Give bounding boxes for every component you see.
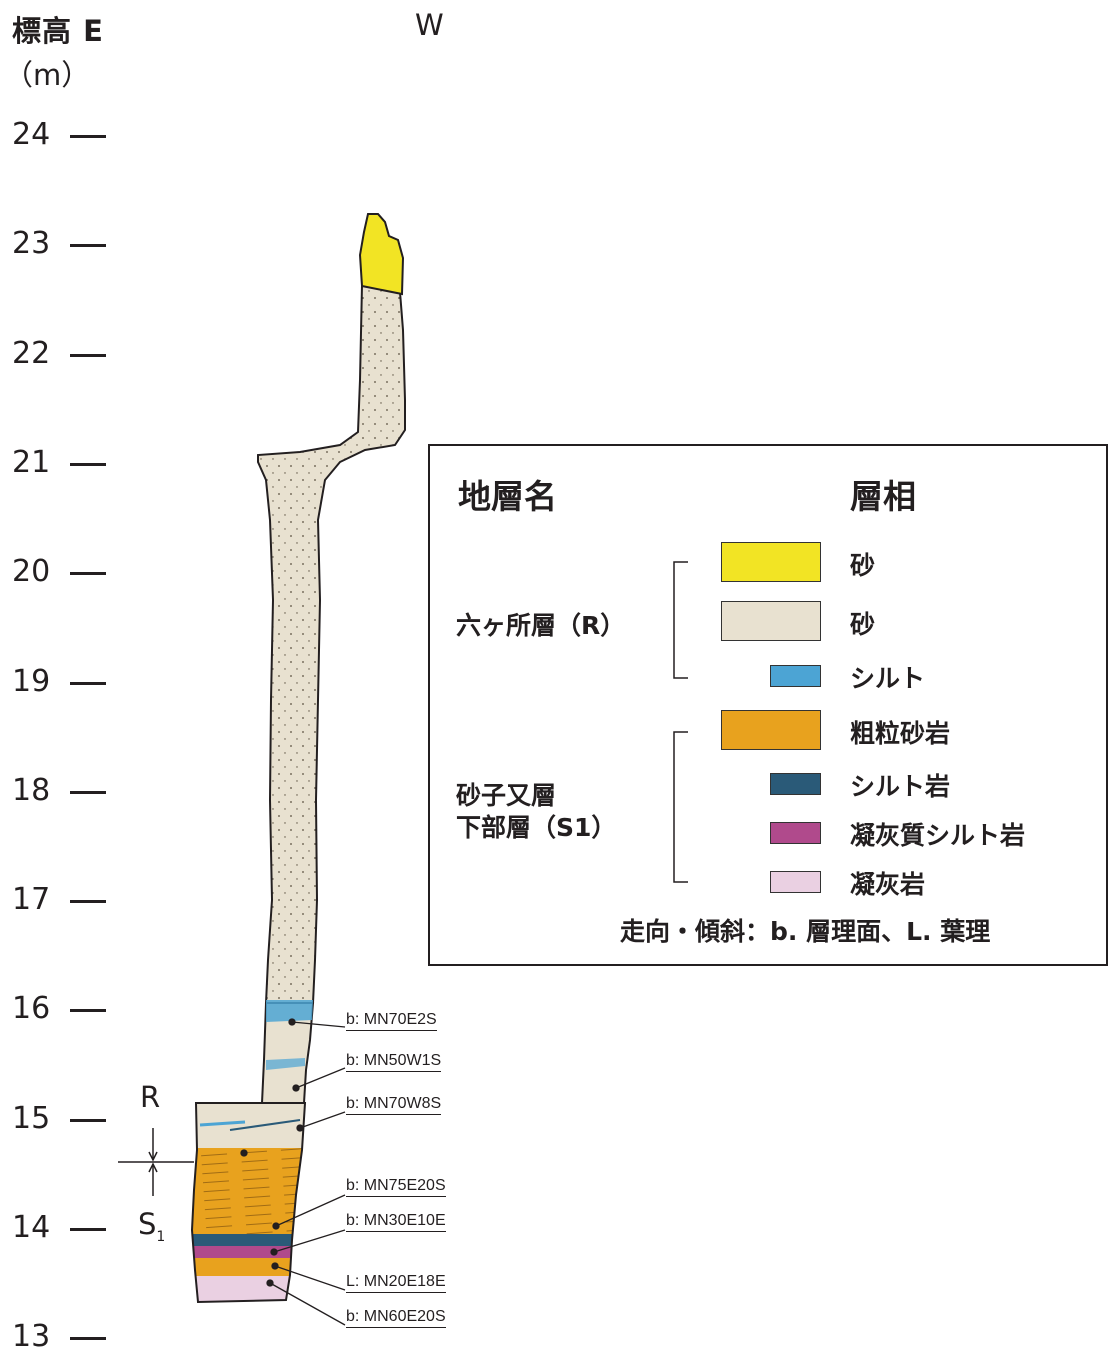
boundary-arrowhead-down xyxy=(148,1162,158,1173)
boundary-arrowhead-up xyxy=(148,1151,158,1162)
legend-sunako-line1: 砂子又層 xyxy=(456,781,557,810)
boundary-label-s: S1 xyxy=(138,1207,165,1245)
legend-swatch-yellow-sand xyxy=(721,542,821,582)
legend-swatch-sand xyxy=(721,601,821,641)
tick-label: 21 xyxy=(12,444,51,480)
legend-sunako-line2: 下部層（S1） xyxy=(456,813,617,842)
legend-note: 走向・傾斜：b. 層理面、L. 葉理 xyxy=(620,917,991,946)
tick-label: 24 xyxy=(12,117,51,152)
tick-label: 16 xyxy=(12,991,51,1027)
tick-label: 20 xyxy=(12,554,51,590)
strike-label: b: MN30E10E xyxy=(346,1212,446,1232)
column-yellow-sand xyxy=(358,213,405,296)
legend-brackets xyxy=(673,561,688,883)
legend-label: 凝灰岩 xyxy=(850,870,926,899)
strike-label: b: MN70E2S xyxy=(346,1011,437,1031)
tick-label: 15 xyxy=(12,1100,51,1136)
tick-label: 19 xyxy=(12,663,51,699)
tick-mark xyxy=(70,790,106,794)
strike-label: L: MN20E18E xyxy=(346,1273,446,1293)
tick-label: 17 xyxy=(12,882,51,918)
legend-heading-facies: 層相 xyxy=(850,477,916,516)
legend-rokkasho: 六ヶ所層（R） xyxy=(456,611,626,640)
tick-mark xyxy=(70,681,106,685)
tick-mark xyxy=(70,1337,106,1341)
boundary-label-r: R xyxy=(140,1080,161,1114)
silt-band-mid xyxy=(266,1058,305,1070)
silt-band-top xyxy=(266,1000,313,1022)
tick-mark xyxy=(70,462,106,466)
tick-mark xyxy=(70,1118,106,1122)
tick-mark xyxy=(70,900,106,904)
boundary-label-s-sub: 1 xyxy=(156,1228,166,1245)
tick-mark xyxy=(70,244,106,248)
legend-swatch-siltstone xyxy=(770,773,821,795)
tick-mark xyxy=(70,135,106,138)
strike-label: b: MN60E20S xyxy=(346,1308,446,1328)
tick-label: 14 xyxy=(12,1210,51,1245)
legend-heading-formation: 地層名 xyxy=(458,477,557,516)
tick-label: 13 xyxy=(12,1319,51,1355)
boundary-label-s-main: S xyxy=(138,1207,157,1241)
tick-label: 22 xyxy=(12,335,51,371)
axis-title: 標高 E xyxy=(12,14,104,48)
legend-label: 凝灰質シルト岩 xyxy=(850,821,1026,850)
legend-label: 砂 xyxy=(850,551,876,580)
tick-mark xyxy=(70,1228,106,1231)
west-label: W xyxy=(415,8,445,42)
strike-label: b: MN70W8S xyxy=(346,1095,442,1115)
legend-swatch-silt xyxy=(770,665,821,687)
strike-label: b: MN75E20S xyxy=(346,1177,446,1197)
tick-label: 23 xyxy=(12,226,51,262)
legend-label: シルト xyxy=(850,664,926,693)
legend-label: シルト岩 xyxy=(850,772,951,801)
lower-block xyxy=(192,1103,305,1302)
tick-mark xyxy=(70,572,106,576)
legend-swatch-tuffaceous-siltstone xyxy=(770,822,821,844)
strike-label: b: MN50W1S xyxy=(346,1052,442,1072)
legend-label: 砂 xyxy=(850,610,876,639)
legend-box: 地層名 層相 六ヶ所層（R） 砂子又層 下部層（S1） 砂 砂 シルト 粗粒砂岩… xyxy=(428,444,1108,966)
tick-mark xyxy=(70,353,106,357)
tick-mark xyxy=(70,1009,106,1013)
lower-block-outline xyxy=(190,1102,307,1304)
legend-swatch-tuff xyxy=(770,871,821,893)
legend-label: 粗粒砂岩 xyxy=(850,719,951,748)
axis-unit: （m） xyxy=(4,58,91,92)
tick-label: 18 xyxy=(12,772,51,808)
strike-leaders xyxy=(240,1018,346,1326)
column-sand-body xyxy=(257,283,406,1004)
legend-swatch-coarse-sandstone xyxy=(721,710,821,750)
